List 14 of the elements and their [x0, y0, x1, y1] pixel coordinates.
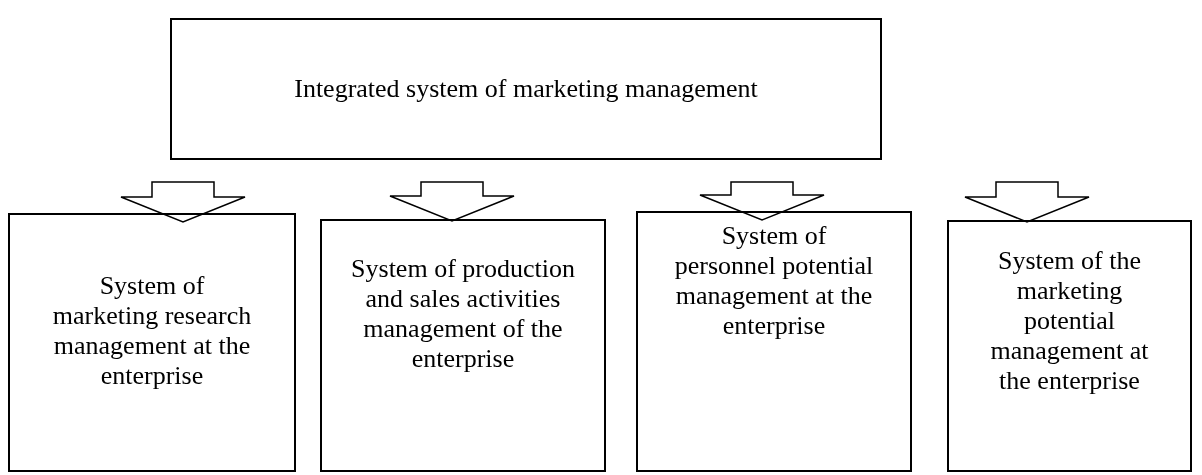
text-box	[947, 220, 1192, 472]
box-text: Integrated system of marketing management	[294, 74, 758, 104]
box-text: System of marketing research management at the enterprise	[51, 270, 253, 391]
box-text: System of production and sales activities management of the enterprise	[350, 253, 576, 374]
block-arrow	[120, 181, 246, 223]
text-box	[320, 219, 606, 472]
block-arrow	[699, 181, 825, 221]
box-text: System of personnel potential management at the enterprise	[674, 221, 874, 341]
text-box	[636, 211, 912, 472]
block-arrow	[389, 181, 515, 222]
text-box	[8, 213, 296, 472]
text-box	[170, 18, 882, 160]
block-arrow	[964, 181, 1090, 223]
box-text: System of the marketing potential management at the enterprise	[989, 246, 1150, 396]
